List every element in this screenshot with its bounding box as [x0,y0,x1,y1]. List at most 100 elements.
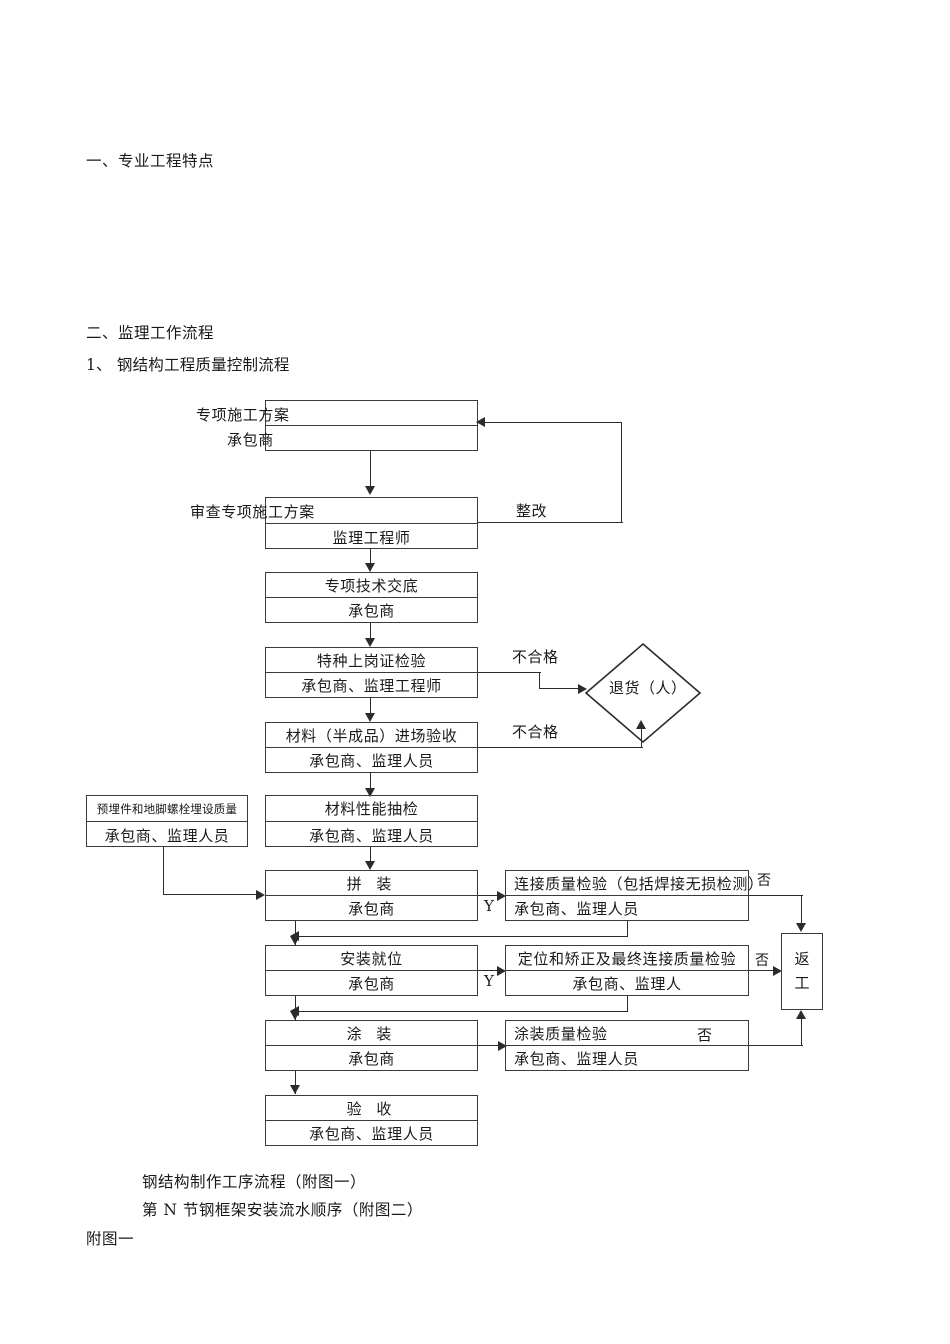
connector-n4-n5 [370,698,372,715]
edge-label-no-3: 否 [697,1026,713,1044]
connector-n10-n11 [478,970,500,972]
flow-node-actor: 承包商、监理人员 [309,752,434,770]
edge-label-fail-2: 不合格 [512,723,559,741]
connector-n12-n13 [478,1045,502,1047]
flow-node-title: 涂 装 [266,1021,477,1046]
connector-n9-no-v [801,895,803,925]
flow-node-title: 验 收 [266,1096,477,1121]
connector-rectify-vertical [621,422,623,523]
connector-n8-n9 [478,895,500,897]
arrow-n11-no-to-rework [773,966,782,976]
flow-node-assembly: 拼 装 承包商 [265,870,478,921]
flow-node-actor: 承包商、监理人员 [514,900,639,918]
connector-n9-back-h [297,936,628,938]
flow-node-title: 特种上岗证检验 [266,648,477,673]
flow-node-special-construction-plan-actor: 承包商 [227,431,274,449]
flow-node-final-acceptance: 验 收 承包商、监理人员 [265,1095,478,1146]
flow-node-rework: 返 工 [781,933,823,1010]
arrow-rectify-into-n1 [476,417,485,427]
flow-node-actor: 承包商、监理工程师 [301,677,442,695]
connector-n11-no-h [749,970,779,972]
flow-node-review-plan-title: 审查专项施工方案 [190,503,315,521]
flow-node-connection-quality-check: 连接质量检验（包括焊接无损检测） 承包商、监理人员 [505,870,763,921]
flow-node-title: 预埋件和地脚螺栓埋设质量 [87,796,247,822]
arrow-n1-n2 [365,486,375,495]
flow-node-actor: 承包商 [348,1050,395,1068]
diamond-shape [584,642,702,744]
flow-node-title: 定位和矫正及最终连接质量检验 [506,946,748,971]
flow-node-review-plan: 监理工程师 [265,497,478,549]
flow-node-title [266,498,477,524]
flow-node-actor: 承包商 [348,602,395,620]
arrow-n13-no-to-rework [796,1010,806,1019]
connector-n12-n14 [295,1071,297,1094]
flow-node-positioning-final-connection-check: 定位和矫正及最终连接质量检验 承包商、监理人 [505,945,749,996]
flow-node-material-performance-sampling: 材料性能抽检 承包商、监理人员 [265,795,478,847]
flow-decision-return-goods-label: 退货（人） [609,679,687,697]
flow-node-actor: 承包商、监理人员 [309,826,434,845]
flow-node-material-acceptance: 材料（半成品）进场验收 承包商、监理人员 [265,722,478,773]
arrow-n12-n13 [498,1041,507,1051]
flow-node-painting-quality-check: 涂装质量检验 承包商、监理人员 [505,1020,749,1071]
connector-n7-h [163,894,258,896]
section-heading-2: 二、监理工作流程 [86,324,215,342]
connector-n5-fail-v [641,728,643,748]
connector-n11-back-v [627,996,629,1012]
flow-node-actor: 承包商、监理人员 [104,826,230,845]
flow-node-technical-disclosure: 专项技术交底 承包商 [265,572,478,623]
flow-node-actor: 承包商 [348,975,395,993]
arrow-n5-n6 [365,788,375,797]
arrow-n10-n11 [497,966,506,976]
flow-node-title: 涂装质量检验 [506,1021,748,1046]
connector-n9-no-h [749,895,803,897]
arrow-n10-n12 [290,1011,300,1020]
flow-node-actor: 监理工程师 [332,528,411,547]
connector-n7-v [163,847,165,895]
edge-label-no-2: 否 [755,953,769,969]
flow-node-title: 专项技术交底 [266,573,477,598]
flow-node-actor: 承包商 [348,900,395,918]
section-heading-3: 1、 钢结构工程质量控制流程 [86,356,290,374]
connector-n13-no-v [801,1018,803,1046]
connector-n8-n10 [295,921,297,945]
edge-label-yes-2: Y [484,972,495,990]
flow-node-special-certificate-check: 特种上岗证检验 承包商、监理工程师 [265,647,478,698]
connector-n11-back-h [297,1011,628,1013]
arrow-n6-n8 [365,861,375,870]
edge-label-yes-1: Y [484,897,495,915]
flow-node-title [266,401,477,426]
arrow-n7-to-assembly [256,890,265,900]
flow-node-title: 材料性能抽检 [266,796,477,822]
arrow-n5-fail-to-return [636,720,646,729]
edge-label-no-1: 否 [757,873,771,889]
flow-node-embedded-parts-quality: 预埋件和地脚螺栓埋设质量 承包商、监理人员 [86,795,248,847]
connector-rectify-horizontal-bottom [478,522,623,524]
flow-node-special-construction-plan-title: 专项施工方案 [196,406,290,424]
arrow-n8-n9 [497,891,506,901]
flow-node-rework-text: 返 工 [782,934,822,1009]
connector-n4-fail-v [539,672,541,689]
connector-n3-n4 [370,623,372,640]
arrow-n4-n5 [365,713,375,722]
arrow-n8-n10 [290,936,300,945]
connector-n6-n8 [370,847,372,863]
flow-node-actor: 承包商、监理人 [572,975,682,993]
arrow-n12-n14 [290,1085,300,1094]
connector-n9-back-v [627,921,629,937]
connector-n1-n2 [370,451,372,488]
footer-line-1: 钢结构制作工序流程（附图一） [142,1173,367,1191]
footer-line-2: 第 N 节钢框架安装流水顺序（附图二） [142,1201,423,1219]
arrow-n9-no-to-rework [796,923,806,932]
connector-n2-n3 [370,549,372,565]
flow-node-actor: 承包商、监理人员 [309,1125,434,1143]
flow-node-title: 拼 装 [266,871,477,896]
flow-node-rework-line1: 返 [794,950,810,969]
connector-rectify-horizontal-top [483,422,622,424]
footer-line-3: 附图一 [86,1230,135,1248]
flow-node-actor: 承包商、监理人员 [514,1050,639,1068]
arrow-n2-n3 [365,563,375,572]
flow-node-painting: 涂 装 承包商 [265,1020,478,1071]
flow-node-special-construction-plan [265,400,478,451]
connector-n13-no-h [749,1045,803,1047]
